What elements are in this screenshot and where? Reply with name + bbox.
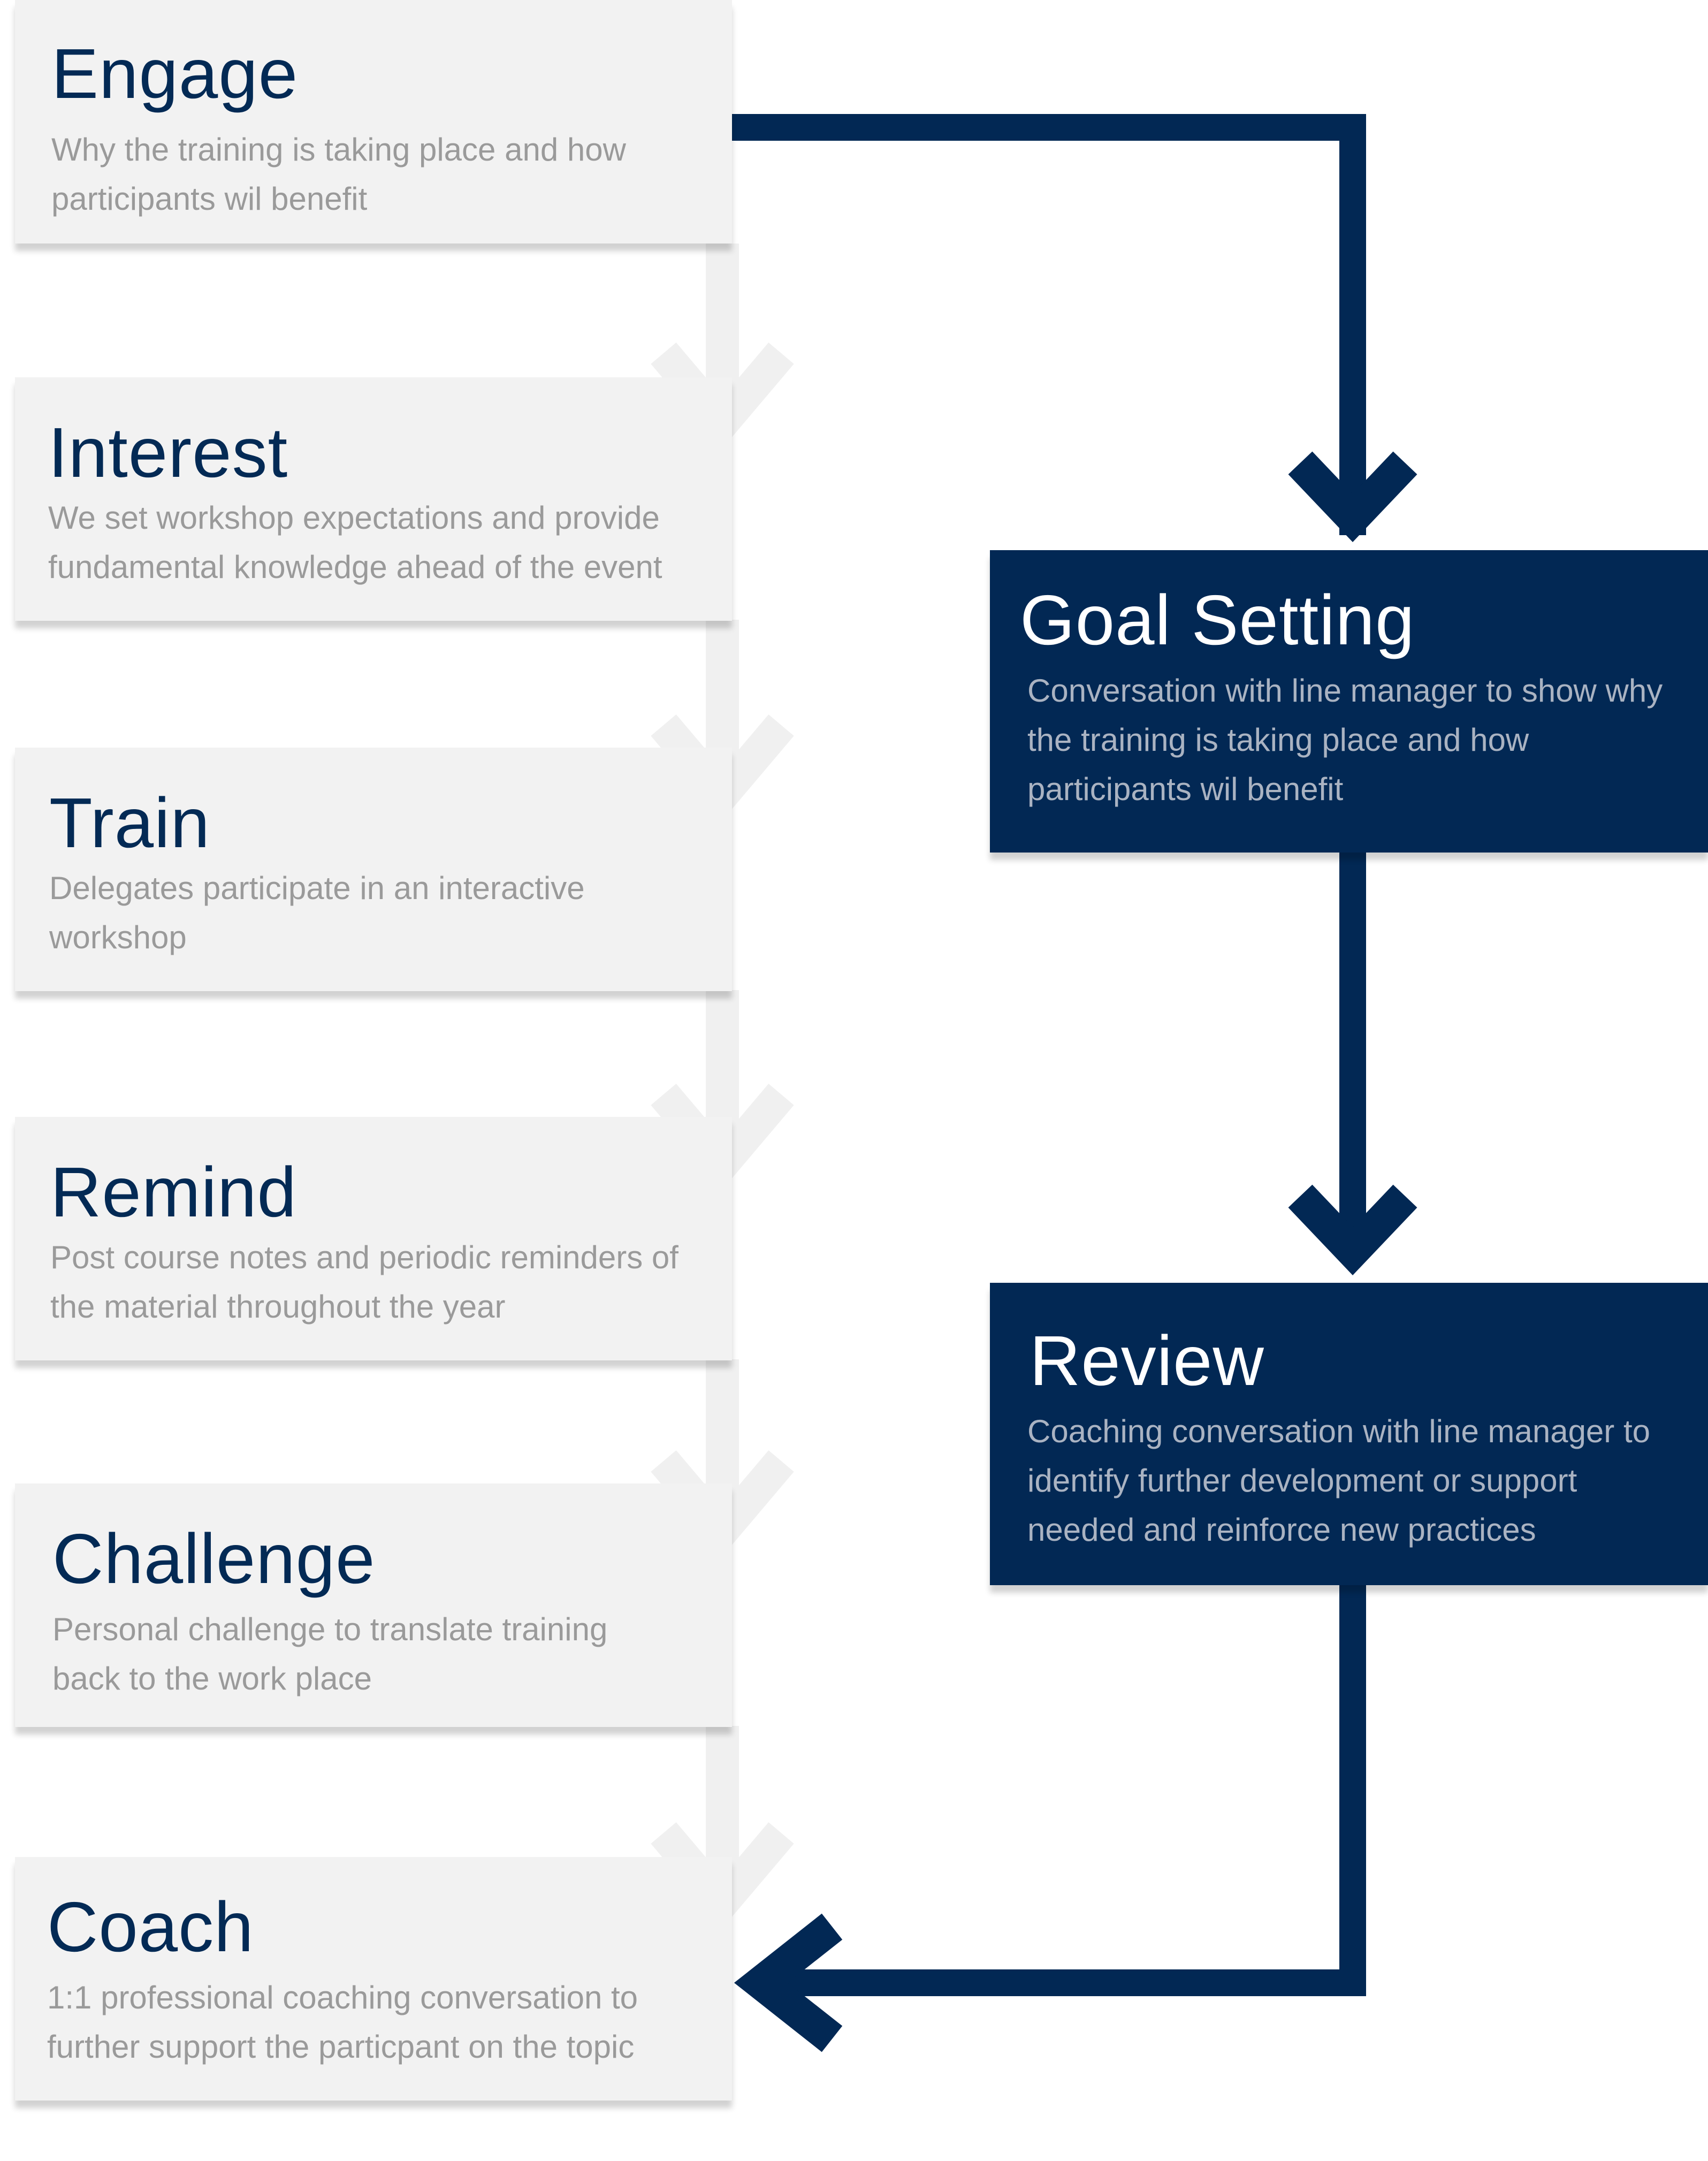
side-step-description: Conversation with line manager to show w…: [1027, 673, 1663, 807]
arrow-left-icon: [734, 1913, 843, 2052]
step-description: Delegates participate in an interactive …: [49, 870, 585, 955]
right-path: [732, 114, 1417, 2052]
engage-to-goal-line: [732, 114, 1366, 535]
step-title: Coach: [47, 1888, 254, 1966]
step-title: Remind: [50, 1153, 297, 1231]
step-coach: Coach 1:1 professional coaching conversa…: [15, 1857, 732, 2101]
step-title: Engage: [51, 34, 299, 113]
step-title: Train: [49, 783, 210, 862]
step-description: Personal challenge to translate training…: [52, 1611, 608, 1696]
arrow-down-icon: [1288, 1184, 1417, 1275]
review-to-coach-line: [760, 1584, 1366, 1996]
step-interest: Interest We set workshop expectations an…: [15, 377, 732, 621]
arrow-down-icon: [1288, 451, 1417, 542]
step-challenge: Challenge Personal challenge to translat…: [15, 1483, 732, 1727]
side-step-review: Review Coaching conversation with line m…: [990, 1283, 1708, 1585]
step-description: 1:1 professional coaching conversation t…: [47, 1980, 638, 2065]
step-title: Challenge: [52, 1519, 376, 1598]
step-description: Post course notes and periodic reminders…: [50, 1239, 678, 1325]
step-title: Interest: [48, 413, 288, 492]
step-remind: Remind Post course notes and periodic re…: [15, 1117, 732, 1360]
side-step-goal-setting: Goal Setting Conversation with line mana…: [990, 550, 1708, 853]
step-description: Why the training is taking place and how…: [51, 132, 626, 217]
side-step-title: Review: [1030, 1321, 1264, 1400]
step-train: Train Delegates participate in an intera…: [15, 748, 732, 991]
side-step-description: Coaching conversation with line manager …: [1027, 1413, 1650, 1548]
step-engage: Engage Why the training is taking place …: [15, 0, 732, 244]
step-description: We set workshop expectations and provide…: [48, 500, 662, 585]
side-step-title: Goal Setting: [1020, 581, 1415, 659]
